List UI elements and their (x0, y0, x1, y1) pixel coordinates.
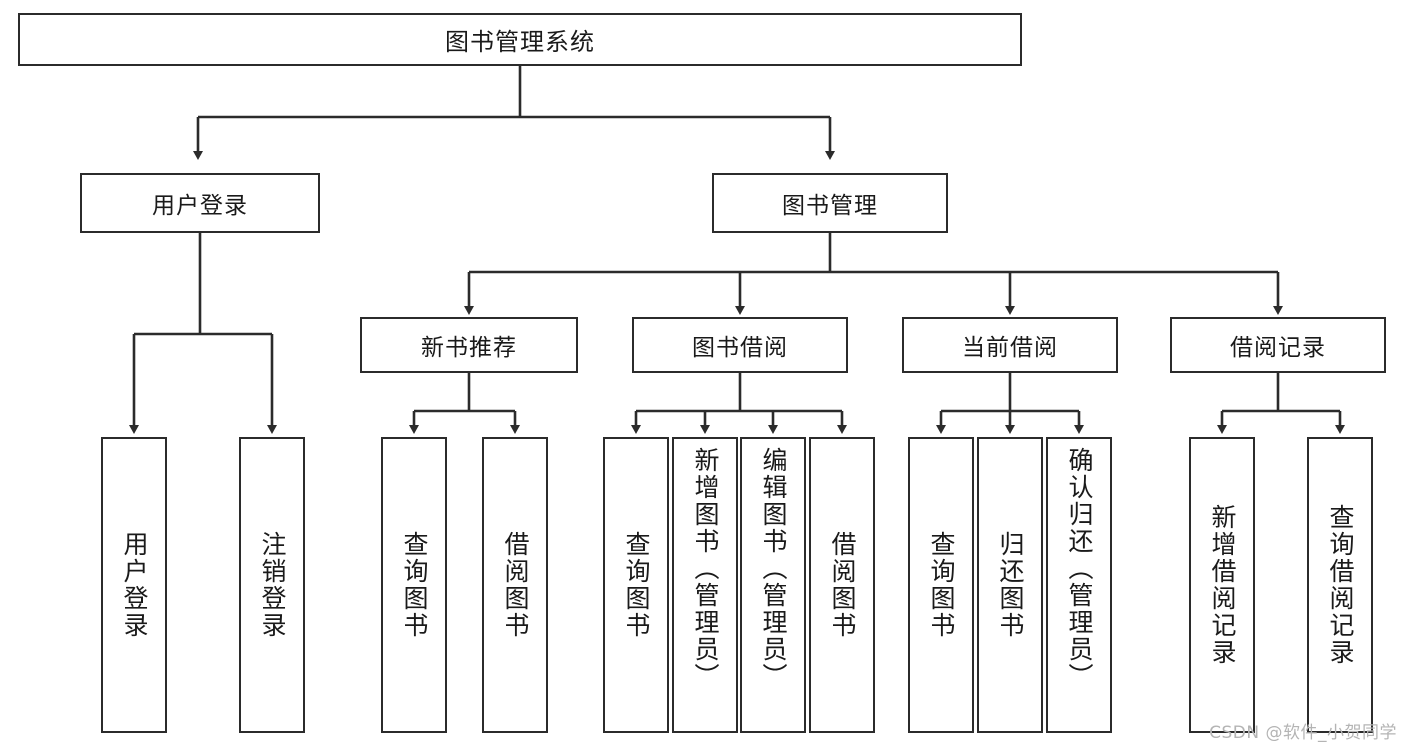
leaf-user-login-login[interactable]: 用户登录 (101, 437, 167, 733)
leaf-book-borrow-add[interactable]: 新增图书（管理员） (672, 437, 738, 733)
leaf-current-borrow-query[interactable]: 查询图书 (908, 437, 974, 733)
leaf-book-borrow-query[interactable]: 查询图书 (603, 437, 669, 733)
leaf-user-login-logout[interactable]: 注销登录 (239, 437, 305, 733)
leaf-book-borrow-borrow[interactable]: 借阅图书 (809, 437, 875, 733)
node-current-borrow[interactable]: 当前借阅 (902, 317, 1118, 373)
leaf-current-borrow-confirm[interactable]: 确认归还（管理员） (1046, 437, 1112, 733)
leaf-borrow-record-add[interactable]: 新增借阅记录 (1189, 437, 1255, 733)
leaf-new-book-borrow[interactable]: 借阅图书 (482, 437, 548, 733)
leaf-current-borrow-return[interactable]: 归还图书 (977, 437, 1043, 733)
leaf-book-borrow-edit[interactable]: 编辑图书（管理员） (740, 437, 806, 733)
node-book-borrow[interactable]: 图书借阅 (632, 317, 848, 373)
leaf-new-book-query[interactable]: 查询图书 (381, 437, 447, 733)
node-book-manage[interactable]: 图书管理 (712, 173, 948, 233)
leaf-borrow-record-query[interactable]: 查询借阅记录 (1307, 437, 1373, 733)
watermark-text: CSDN @软件_小贺同学 (1209, 723, 1397, 743)
node-new-book-recommend[interactable]: 新书推荐 (360, 317, 578, 373)
node-user-login[interactable]: 用户登录 (80, 173, 320, 233)
node-root-system[interactable]: 图书管理系统 (18, 13, 1022, 66)
node-borrow-record[interactable]: 借阅记录 (1170, 317, 1386, 373)
